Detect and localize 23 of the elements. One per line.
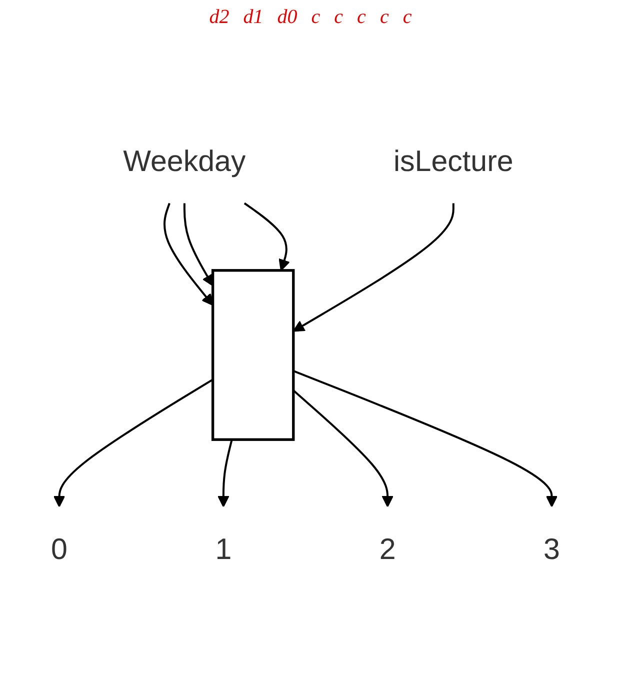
arrow xyxy=(183,203,214,286)
handwritten-note: c xyxy=(311,6,320,29)
node-text: 1 xyxy=(215,532,232,566)
arrow xyxy=(292,203,454,332)
handwritten-note: c xyxy=(357,6,366,29)
handwritten-note: c xyxy=(334,6,344,29)
handwritten-note: d0 xyxy=(277,6,298,29)
arrow xyxy=(218,439,233,508)
node-text: 2 xyxy=(379,532,396,566)
arrow xyxy=(244,202,290,271)
node-text: Weekday xyxy=(123,144,246,178)
handwritten-note: d1 xyxy=(243,6,264,29)
handwritten-note: c xyxy=(402,6,412,29)
node-box xyxy=(211,269,295,441)
handwritten-note: d2 xyxy=(209,6,230,29)
node-text: isLecture xyxy=(393,144,514,178)
handwritten-note: c xyxy=(380,6,389,29)
node-text: 3 xyxy=(544,532,560,566)
node-text: 0 xyxy=(51,532,68,566)
arrow xyxy=(292,390,394,508)
arrow xyxy=(293,370,558,508)
arrow xyxy=(164,202,214,306)
arrow xyxy=(53,378,214,508)
